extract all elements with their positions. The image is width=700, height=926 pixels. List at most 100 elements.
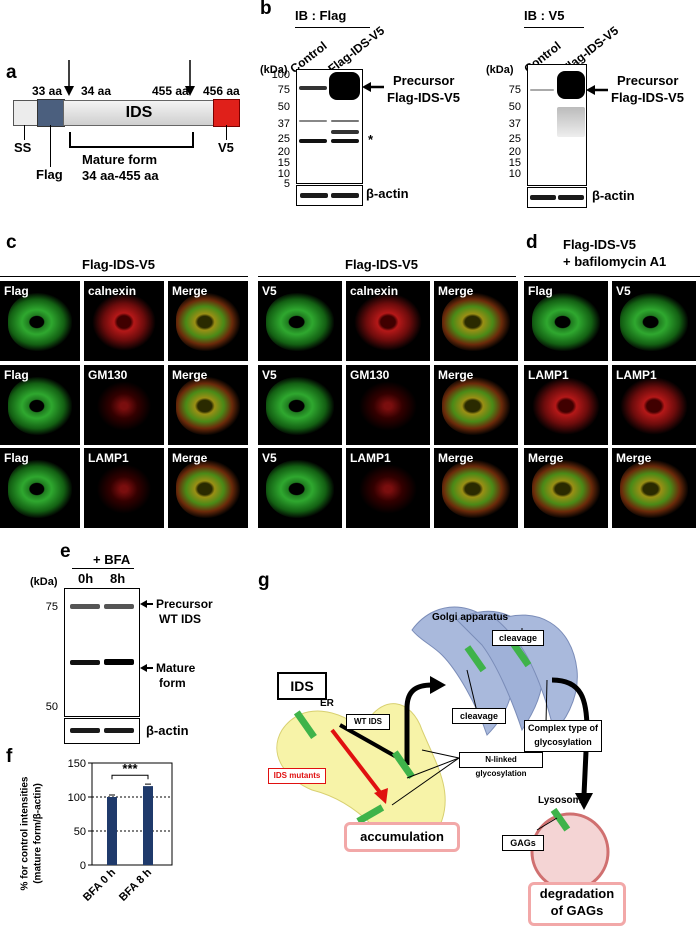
channel-label: calnexin: [350, 284, 399, 298]
channel-label: Merge: [438, 284, 474, 298]
ib-v5-title: IB : V5: [524, 8, 565, 23]
label-v5: V5: [218, 140, 234, 155]
actin-label-b2: β-actin: [592, 188, 635, 203]
blot-v5-actin: [527, 187, 587, 208]
label-456aa: 456 aa: [203, 84, 240, 98]
channel-label: GM130: [88, 368, 128, 382]
actin-label-e: β-actin: [146, 723, 189, 738]
er-label: ER: [320, 698, 334, 709]
panel-label-g: g: [258, 570, 270, 591]
channel-label: Merge: [172, 368, 208, 382]
panel-d-title1: Flag-IDS-V5: [563, 237, 636, 252]
micrograph-d-2-1: Merge: [612, 448, 696, 528]
micrograph-c-right-2-0: V5: [258, 448, 342, 528]
bar-0: [107, 797, 117, 865]
f-ylabel-1: % for control intensities: [19, 776, 31, 891]
blot-flag-actin: [296, 185, 363, 206]
channel-label: LAMP1: [88, 451, 129, 465]
y-tick-label: 100: [68, 792, 86, 804]
panel-c-title-right: Flag-IDS-V5: [345, 257, 418, 272]
y-tick-label: 150: [68, 758, 86, 770]
channel-label: Merge: [528, 451, 564, 465]
mature-bracket: [69, 132, 194, 148]
precursor-sub-b2: Flag-IDS-V5: [611, 90, 684, 105]
micrograph-c-left-1-1: GM130: [84, 365, 164, 445]
panel-a-schematic: 33 aa 34 aa 455 aa 456 aa IDS SS Flag V5…: [0, 0, 255, 225]
wt-ids-box: WT IDS: [346, 714, 390, 730]
cleavage-box-1: cleavage: [492, 630, 544, 646]
micrograph-d-1-0: LAMP1: [524, 365, 608, 445]
channel-label: LAMP1: [616, 368, 657, 382]
tick-75: 75: [45, 601, 58, 613]
nlinked-box: N-linked glycosylation: [459, 752, 543, 778]
channel-label: Merge: [616, 451, 652, 465]
ib-flag-title: IB : Flag: [295, 8, 347, 23]
micrograph-c-right-1-1: GM130: [346, 365, 430, 445]
micrograph-c-right-0-2: Merge: [434, 281, 518, 361]
plot-frame: [91, 762, 173, 866]
nonspecific-star: *: [368, 132, 374, 147]
wt-ids-label-e: WT IDS: [159, 612, 201, 626]
micrograph-c-left-0-1: calnexin: [84, 281, 164, 361]
bar-1: [143, 786, 153, 865]
panel-label-d: d: [526, 232, 538, 253]
ids-box: IDS: [277, 672, 327, 700]
mature-label-e: Mature: [156, 661, 196, 675]
channel-label: Merge: [438, 368, 474, 382]
x-tick-label: BFA 0 h: [81, 866, 118, 903]
significance-stars: ***: [122, 761, 138, 776]
micrograph-d-0-1: V5: [612, 281, 696, 361]
micrograph-c-right-2-2: Merge: [434, 448, 518, 528]
bfa-label: + BFA: [93, 552, 131, 567]
channel-label: Merge: [438, 451, 474, 465]
channel-label: GM130: [350, 368, 390, 382]
blot-v5: [527, 64, 587, 186]
blot-bfa-actin: [64, 718, 140, 744]
x-tick-label: BFA 8 h: [117, 866, 154, 903]
ss-domain: [13, 100, 39, 126]
micrograph-d-0-0: Flag: [524, 281, 608, 361]
golgi-label: Golgi apparatus: [432, 612, 509, 623]
channel-label: calnexin: [88, 284, 137, 298]
panel-label-f: f: [6, 746, 13, 767]
actin-label-b1: β-actin: [366, 186, 409, 201]
label-mature-form: Mature form: [82, 152, 158, 167]
f-ylabel-2: (mature form/β-actin): [32, 783, 44, 884]
micrograph-c-right-0-0: V5: [258, 281, 342, 361]
accumulation-box: accumulation: [344, 822, 460, 852]
v5-tag: [213, 99, 240, 127]
micrograph-c-left-2-0: Flag: [0, 448, 80, 528]
micrograph-d-2-0: Merge: [524, 448, 608, 528]
y-tick-label: 0: [80, 860, 86, 872]
micrograph-c-left-1-0: Flag: [0, 365, 80, 445]
significance-bracket: [111, 774, 149, 780]
kda-label: (kDa): [260, 64, 288, 76]
micrograph-c-left-1-2: Merge: [168, 365, 248, 445]
panel-d-title2: + bafilomycin A1: [563, 254, 667, 269]
micrograph-c-left-0-2: Merge: [168, 281, 248, 361]
micrograph-c-right-0-1: calnexin: [346, 281, 430, 361]
gags-box: GAGs: [502, 835, 544, 851]
blot-bfa: [64, 588, 140, 717]
channel-label: V5: [262, 368, 277, 382]
form-label-e: form: [159, 676, 186, 690]
micrograph-c-right-1-2: Merge: [434, 365, 518, 445]
channel-label: V5: [262, 451, 277, 465]
panel-g-diagram: Golgi apparatus IDS ER cleavage cleavage…: [262, 590, 700, 926]
label-34aa: 34 aa: [81, 84, 112, 98]
flag-tag: [37, 99, 65, 127]
channel-label: V5: [262, 284, 277, 298]
kda-label-e: (kDa): [30, 576, 58, 588]
panel-label-b: b: [260, 0, 272, 19]
channel-label: Merge: [172, 451, 208, 465]
channel-label: LAMP1: [350, 451, 391, 465]
channel-label: Flag: [4, 451, 29, 465]
kda-label-v5: (kDa): [486, 64, 514, 76]
cleavage-arrows: [64, 60, 195, 96]
y-tick-label: 50: [74, 826, 86, 838]
micrograph-c-right-1-0: V5: [258, 365, 342, 445]
label-ss: SS: [14, 140, 32, 155]
label-455aa: 455 aa: [152, 84, 189, 98]
